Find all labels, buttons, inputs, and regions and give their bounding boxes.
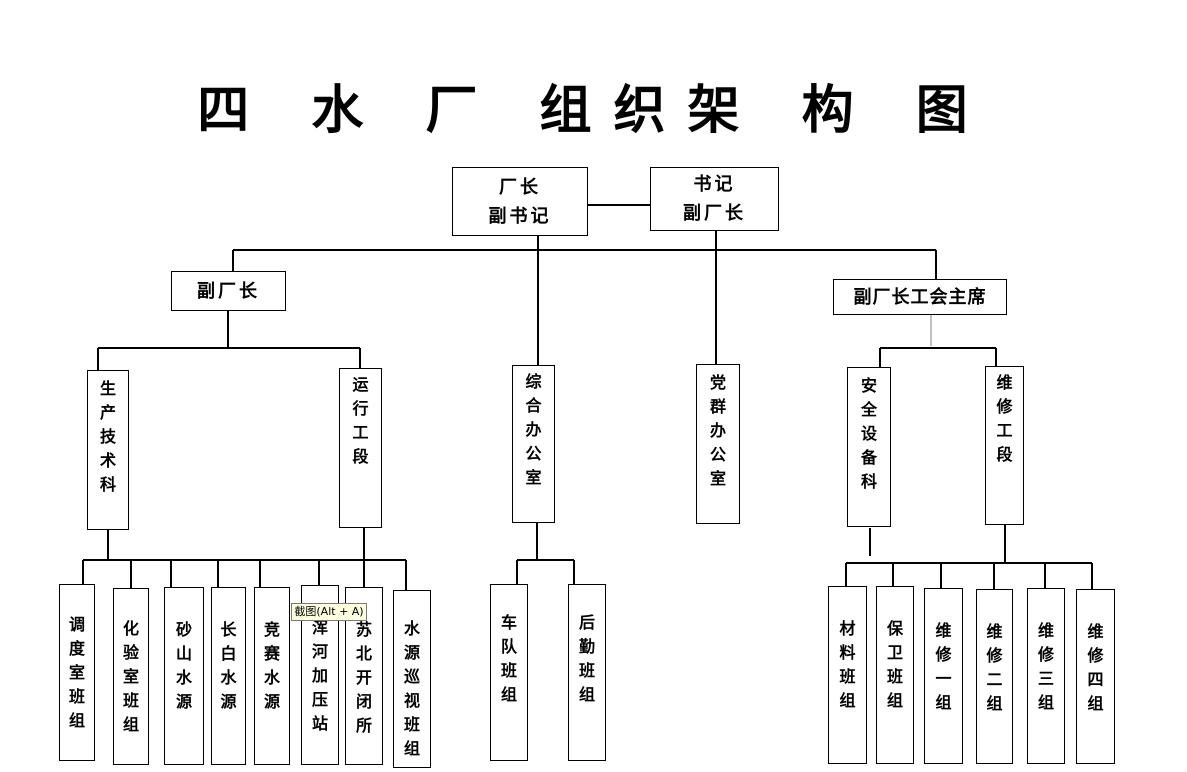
deputy-director-union-label: 副厂长工会主席 [853, 286, 987, 308]
team-maintenance-1-label: 维修一组 [935, 621, 952, 712]
team-jingsai-water-source: 竞赛水源 [254, 587, 290, 765]
dept-maintenance-section-label: 维修工段 [996, 373, 1013, 464]
deputy-director-union-box: 副厂长工会主席 [833, 279, 1007, 315]
team-hunhe-label: 浑河加压站 [311, 618, 328, 733]
team-maintenance-3-label: 维修三组 [1037, 621, 1054, 712]
team-maintenance-4-label: 维修四组 [1087, 622, 1104, 713]
team-maintenance-2: 维修二组 [976, 589, 1013, 764]
team-lab-label: 化验室班组 [122, 619, 139, 734]
team-changbai-label: 长白水源 [220, 620, 237, 711]
secretary-label: 书记 [693, 174, 736, 195]
team-jingsai-label: 竞赛水源 [263, 620, 280, 711]
team-shashan-water-source: 砂山水源 [164, 587, 204, 765]
dept-party-office: 党群办公室 [696, 364, 740, 524]
dept-party-office-label: 党群办公室 [709, 373, 726, 488]
deputy-director-left-label: 副厂长 [197, 280, 260, 302]
team-fleet-label: 车队班组 [500, 613, 517, 704]
team-shashan-label: 砂山水源 [175, 620, 192, 711]
deputy-director-label: 副厂长 [683, 203, 746, 224]
deputy-director-left-box: 副厂长 [171, 271, 286, 311]
dept-safety-equipment: 安全设备科 [847, 367, 891, 527]
team-dispatch-label: 调度室班组 [68, 615, 85, 730]
team-maintenance-2-label: 维修二组 [986, 622, 1003, 713]
team-subei-label: 苏北开闭所 [355, 620, 372, 735]
team-patrol-label: 水源巡视班组 [403, 619, 420, 758]
team-logistics-label: 后勤班组 [578, 613, 595, 704]
factory-director-box: 厂长 副书记 [452, 167, 588, 236]
team-security-label: 保卫班组 [886, 619, 903, 710]
dept-general-office: 综合办公室 [512, 365, 555, 523]
team-maintenance-3: 维修三组 [1027, 588, 1065, 764]
team-maintenance-1: 维修一组 [924, 588, 963, 764]
dept-production-tech-label: 生产技术科 [99, 379, 116, 494]
team-fleet: 车队班组 [490, 584, 528, 761]
team-security: 保卫班组 [876, 586, 914, 764]
team-changbai-water-source: 长白水源 [211, 587, 246, 765]
chart-title: 四 水 厂 组织架 构 图 [197, 80, 990, 141]
dept-operation-section-label: 运行工段 [352, 375, 369, 466]
dept-maintenance-section: 维修工段 [985, 366, 1024, 525]
secretary-box: 书记 副厂长 [650, 167, 779, 231]
factory-director-label: 厂长 [499, 176, 541, 198]
team-lab: 化验室班组 [113, 588, 149, 765]
team-logistics: 后勤班组 [568, 584, 606, 761]
dept-operation-section: 运行工段 [339, 368, 382, 528]
dept-production-tech: 生产技术科 [87, 370, 129, 530]
team-maintenance-4: 维修四组 [1076, 589, 1115, 764]
dept-general-office-label: 综合办公室 [525, 372, 542, 487]
screenshot-tooltip: 截图(Alt + A) [291, 603, 367, 621]
dept-safety-equipment-label: 安全设备科 [860, 376, 877, 491]
team-materials: 材料班组 [828, 586, 867, 764]
team-dispatch: 调度室班组 [59, 584, 95, 761]
team-materials-label: 材料班组 [839, 619, 856, 710]
team-water-patrol: 水源巡视班组 [393, 590, 431, 768]
deputy-secretary-label: 副书记 [488, 205, 552, 227]
